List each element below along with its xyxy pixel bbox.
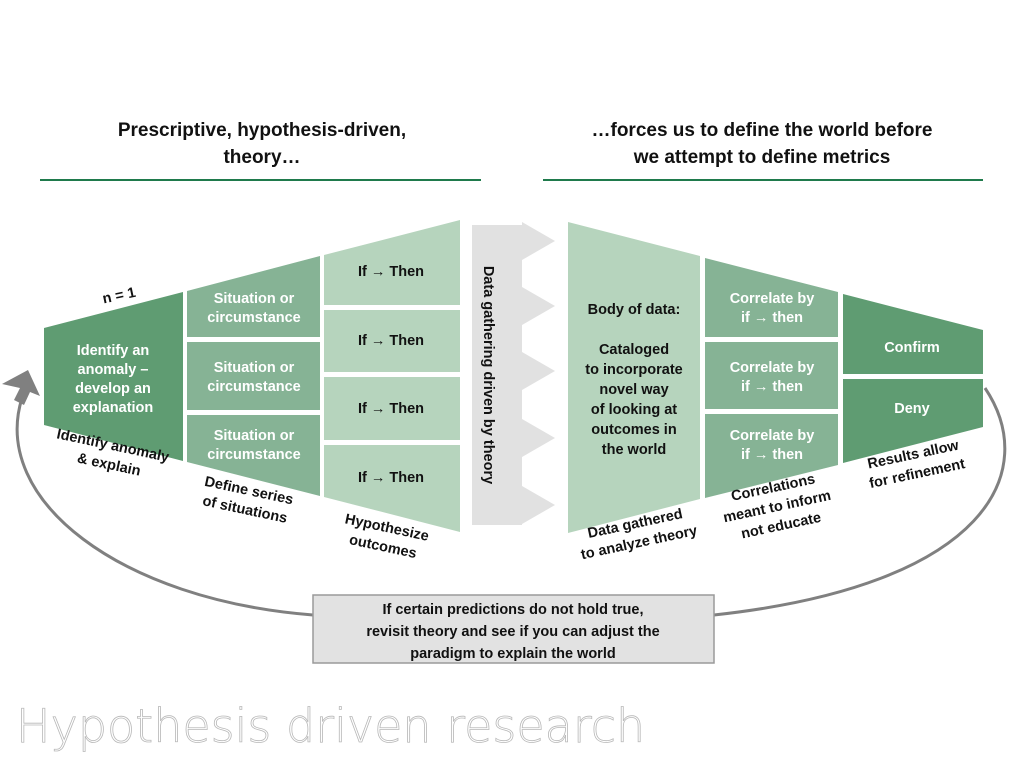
situation-text: circumstance	[207, 379, 301, 395]
situation-box	[187, 256, 320, 337]
feedback-text: revisit theory and see if you can adjust…	[366, 624, 659, 640]
feedback-box	[312, 594, 715, 664]
correlate-text: if → then	[741, 447, 803, 463]
hypothesis-text: If → Then	[358, 401, 424, 417]
correlate-box	[705, 414, 838, 498]
situation-box	[187, 342, 320, 410]
anomaly-text: develop an	[75, 381, 151, 397]
body-text: novel way	[599, 382, 668, 398]
correlate-box	[705, 342, 838, 409]
anomaly-text: explanation	[73, 400, 154, 416]
body-text: of looking at	[591, 402, 677, 418]
hypothesis-box	[324, 220, 460, 305]
correlate-text: Correlate by	[730, 291, 815, 307]
anomaly-text: Identify an	[77, 343, 150, 359]
situation-text: circumstance	[207, 310, 301, 326]
feedback-text: If certain predictions do not hold true,	[382, 602, 643, 618]
hypothesis-box	[324, 445, 460, 532]
anomaly-text: anomaly –	[78, 362, 149, 378]
left-header-line2: theory…	[223, 147, 300, 168]
body-text: the world	[602, 442, 666, 458]
body-of-data-box	[568, 222, 700, 533]
anomaly-box	[44, 292, 183, 461]
hypothesis-box	[324, 377, 460, 440]
hypothesis-box	[324, 310, 460, 372]
hypothesis-text: If → Then	[358, 333, 424, 349]
correlate-text: Correlate by	[730, 360, 815, 376]
hypothesis-text: If → Then	[358, 470, 424, 486]
body-text: Body of data:	[588, 302, 681, 318]
deny-text: Deny	[894, 401, 929, 417]
correlate-text: if → then	[741, 379, 803, 395]
situation-text: Situation or	[214, 428, 295, 444]
slide-title: Hypothesis driven research	[16, 699, 645, 753]
feedback-loop-left	[15, 397, 314, 617]
body-text: Cataloged	[599, 342, 669, 358]
correlate-box	[705, 258, 838, 337]
right-header-line2: we attempt to define metrics	[633, 147, 891, 168]
data-gathering-arrows	[472, 222, 555, 525]
hypothesis-text: If → Then	[358, 264, 424, 280]
n-label: n = 1	[101, 285, 137, 308]
loop-arrowhead-icon	[2, 370, 40, 405]
data-gathering-label: Data gathering driven by theory	[480, 266, 496, 484]
situation-box	[187, 415, 320, 496]
feedback-loop-right	[713, 387, 1007, 617]
deny-box	[843, 379, 983, 463]
left-header-line1: Prescriptive, hypothesis-driven,	[118, 120, 406, 141]
situation-text: Situation or	[214, 291, 295, 307]
right-header-line1: …forces us to define the world before	[592, 120, 933, 141]
correlate-text: Correlate by	[730, 428, 815, 444]
situation-text: circumstance	[207, 447, 301, 463]
body-text: outcomes in	[591, 422, 676, 438]
feedback-text: paradigm to explain the world	[410, 646, 615, 662]
body-text: to incorporate	[585, 362, 682, 378]
confirm-text: Confirm	[884, 340, 940, 356]
confirm-box	[843, 294, 983, 374]
correlate-text: if → then	[741, 310, 803, 326]
situation-text: Situation or	[214, 360, 295, 376]
